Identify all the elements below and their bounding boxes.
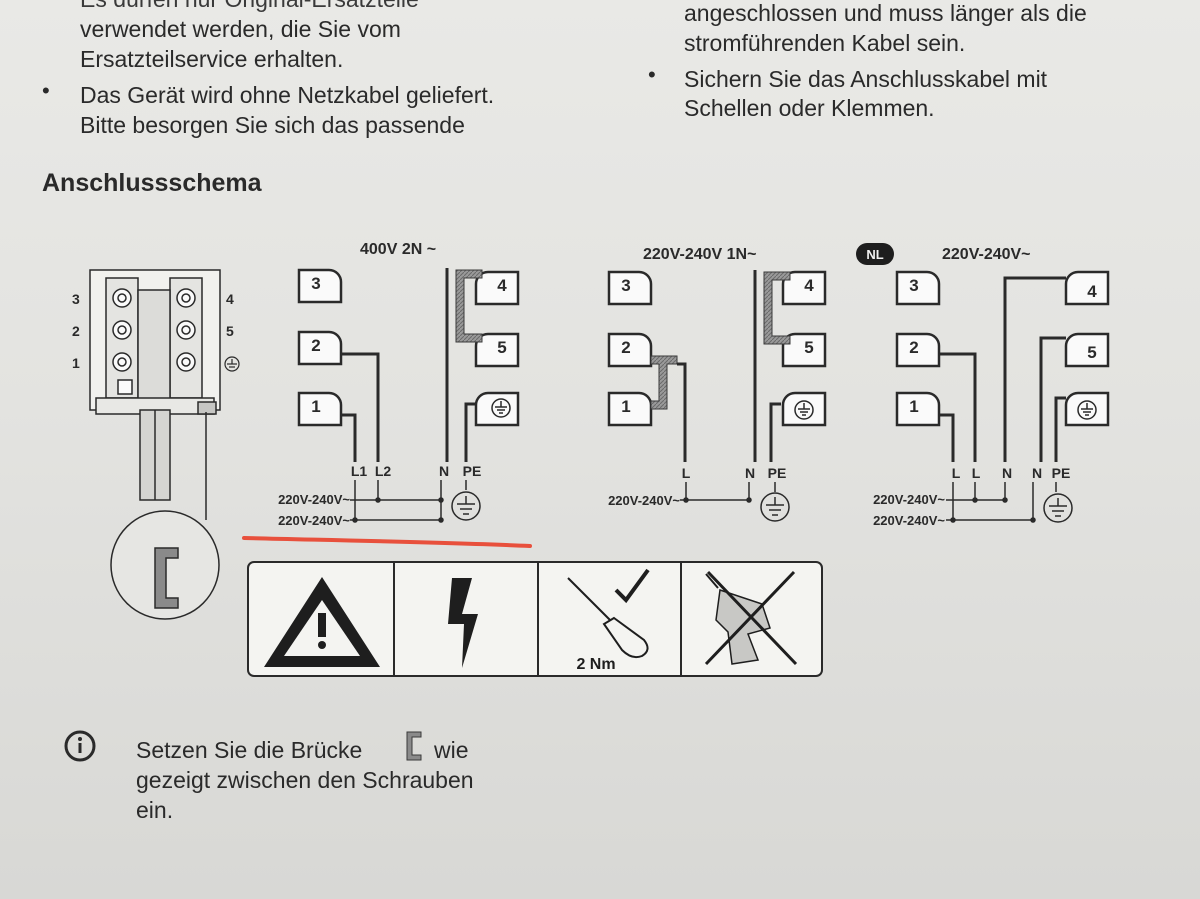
scheme2-wire-PE: PE [768, 465, 787, 481]
scheme2-terminal-3: 3 [621, 276, 630, 295]
nl-badge-label: NL [866, 247, 883, 262]
scheme2-bridge-45 [763, 271, 791, 345]
scheme-230v-1n: 220V-240V 1N~ 3 2 1 4 5 [607, 246, 827, 522]
scheme1-terminal-5: 5 [497, 338, 506, 357]
scheme2-terminal-5: 5 [804, 338, 813, 357]
block-label-4: 4 [226, 291, 234, 307]
bullet-marker-right: • [648, 62, 656, 87]
left-col-line1: Es dürfen nur Original-Ersatzteile [80, 0, 419, 14]
scheme3-wire-L-a: L [952, 465, 961, 481]
scheme2-terminal-2: 2 [621, 338, 630, 357]
scheme1-wire-N: N [439, 463, 449, 479]
left-col-bullet2-line2: Bitte besorgen Sie sich das passende [80, 112, 465, 138]
bridge-symbol-icon [406, 731, 422, 761]
terminal-block-illustration [89, 269, 221, 620]
scheme3-terminal-5: 5 [1087, 343, 1096, 362]
scheme2-terminal-1: 1 [621, 397, 630, 416]
scheme3-terminal-3: 3 [909, 276, 918, 295]
warning-strip: 2 Nm [247, 561, 823, 677]
info-text-part2: wie [434, 737, 469, 763]
block-label-1: 1 [72, 355, 80, 371]
scheme3-wire-N-a: N [1002, 465, 1012, 481]
right-col-bullet-line2: Schellen oder Klemmen. [684, 95, 935, 121]
info-text-line2: gezeigt zwischen den Schrauben [136, 767, 474, 793]
info-text-part1: Setzen Sie die Brücke [136, 737, 363, 763]
screwdriver-check-icon [567, 568, 650, 659]
no-power-drill-icon [704, 570, 798, 666]
block-label-5: 5 [226, 323, 234, 339]
scheme2-wire-N: N [745, 465, 755, 481]
info-text-line3: ein. [136, 797, 174, 823]
scheme2-ground-terminal-icon [794, 400, 814, 420]
block-label-3: 3 [72, 291, 80, 307]
terminal-screws-left [112, 288, 132, 372]
scheme3-ground-terminal-icon [1077, 400, 1097, 420]
scheme2-wire-L: L [682, 465, 691, 481]
scheme1-wire-L1: L1 [351, 463, 368, 479]
scheme1-wire-L2: L2 [375, 463, 392, 479]
right-col-line2: stromführenden Kabel sein. [684, 30, 966, 56]
scheme3-wire-N-b: N [1032, 465, 1042, 481]
red-marker-underline [242, 536, 532, 548]
terminal-screws-right [176, 288, 196, 372]
scheme1-supply-1: 220V-240V~ [278, 492, 350, 507]
nl-badge [856, 243, 894, 265]
left-col-line3: Ersatzteilservice erhalten. [80, 46, 344, 72]
scheme1-terminal-1: 1 [311, 397, 320, 416]
left-col-bullet2-line1: Das Gerät wird ohne Netzkabel geliefert. [80, 82, 495, 108]
scheme1-terminal-3: 3 [311, 274, 320, 293]
scheme1-terminal-4: 4 [497, 276, 507, 295]
lightning-icon [448, 578, 478, 668]
scheme1-ground-terminal-icon [491, 398, 511, 418]
left-col-line2: verwendet werden, die Sie vom [80, 16, 401, 42]
scheme3-supply-1: 220V-240V~ [873, 492, 945, 507]
bullet-marker: • [42, 78, 50, 103]
warning-triangle-icon [264, 577, 380, 667]
scheme2-bridge-12 [650, 355, 678, 410]
scheme3-wire-L-b: L [972, 465, 981, 481]
scheme1-voltage: 400V 2N ~ [360, 241, 436, 258]
scheme2-terminal-4: 4 [804, 276, 814, 295]
scheme3-voltage: 220V-240V~ [942, 246, 1031, 263]
torque-label: 2 Nm [576, 656, 615, 673]
scheme1-bridge [455, 269, 483, 343]
scheme2-voltage: 220V-240V 1N~ [643, 246, 756, 263]
info-icon [64, 730, 96, 762]
scheme1-supply-2: 220V-240V~ [278, 513, 350, 528]
block-ground-icon [224, 356, 240, 372]
scheme1-terminal-2: 2 [311, 336, 320, 355]
scheme3-terminal-4: 4 [1087, 282, 1097, 301]
scheme-nl: NL 220V-240V~ 3 2 1 4 5 [856, 243, 1110, 528]
right-col-bullet-line1: Sichern Sie das Anschlusskabel mit [684, 66, 1048, 92]
scheme3-supply-2: 220V-240V~ [873, 513, 945, 528]
section-heading: Anschlussschema [42, 169, 262, 197]
scheme3-wire-PE: PE [1052, 465, 1071, 481]
scheme1-wire-PE: PE [463, 463, 482, 479]
scheme-400v: 400V 2N ~ 3 2 1 4 5 [278, 241, 520, 528]
block-label-2: 2 [72, 323, 80, 339]
scheme3-terminal-1: 1 [909, 397, 918, 416]
right-col-line1: angeschlossen und muss länger als die [684, 0, 1087, 26]
scheme3-terminal-2: 2 [909, 338, 918, 357]
scheme2-supply-1: 220V-240V~ [608, 493, 680, 508]
